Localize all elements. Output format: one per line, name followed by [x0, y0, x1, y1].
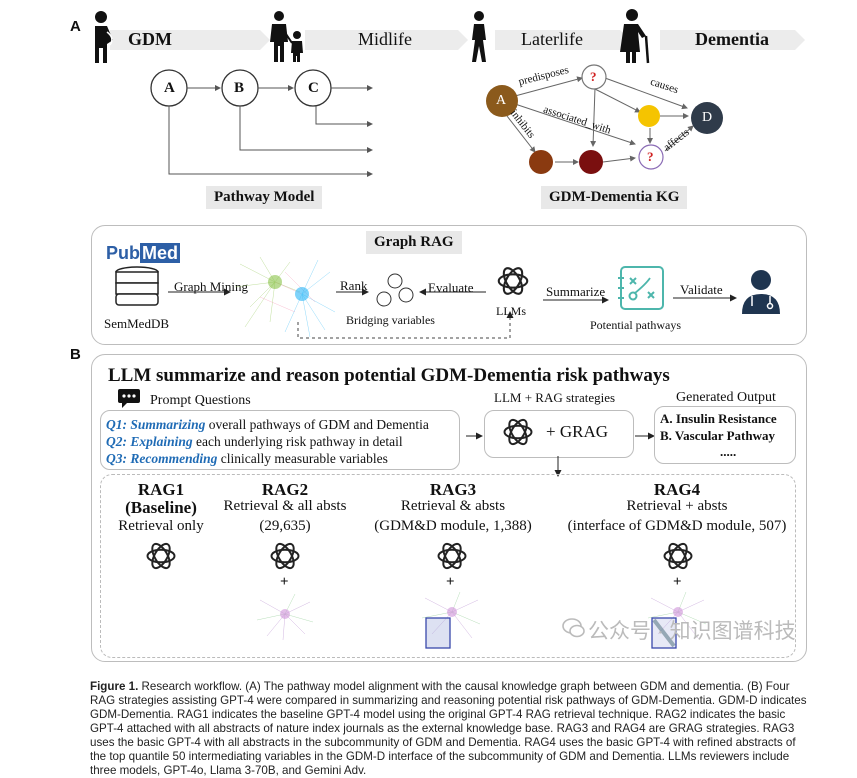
timeline-band	[110, 30, 805, 50]
question-3-key: Q3: Recommending	[106, 451, 218, 466]
rag1-sub1: (Baseline)	[125, 498, 197, 517]
wechat-logo-icon	[562, 618, 585, 638]
rag2-sub1: Retrieval & all absts	[223, 498, 347, 514]
panel-a-letter: A	[70, 18, 81, 35]
caption-text: Research workflow. (A) The pathway model…	[90, 680, 807, 777]
stage-dementia: Dementia	[695, 29, 769, 49]
output-1: A. Insulin Resistance	[660, 411, 777, 426]
kg-diagram	[486, 64, 723, 174]
rag2-network-image	[256, 593, 314, 641]
question-2: Q2: Explaining each underlying risk path…	[106, 434, 403, 450]
question-3-text: clinically measurable variables	[217, 451, 388, 466]
strategy-box	[484, 410, 634, 458]
rag2-plus: +	[280, 574, 289, 590]
elderly-person-icon	[620, 9, 650, 64]
graph-rag-box	[91, 225, 807, 345]
llms-label: LLMs	[496, 304, 526, 318]
rag4-sub1: Retrieval + absts	[626, 498, 728, 514]
llm-openai-icon	[497, 267, 529, 295]
pubmed-logo-left: Pub	[106, 243, 140, 263]
question-1-key: Q1: Summarizing	[106, 417, 206, 432]
rag3-sub1: Retrieval & absts	[400, 498, 506, 514]
questions-box	[100, 410, 460, 470]
rag-strategies-box	[100, 474, 796, 658]
kg-node-a: A	[496, 93, 507, 108]
rag4-plus: +	[673, 574, 682, 590]
rank-label: Rank	[340, 278, 368, 293]
kg-label: GDM-Dementia KG	[541, 186, 688, 209]
database-icon	[115, 266, 159, 306]
rag4-network-image	[647, 591, 707, 649]
potential-pathways-label: Potential pathways	[590, 318, 681, 332]
gpt-openai-icon	[503, 418, 533, 446]
plus-grag-label: + GRAG	[546, 422, 609, 441]
rag1-openai-icon	[146, 542, 176, 570]
network-graph-image	[234, 256, 336, 338]
rag4-title: RAG4	[653, 480, 701, 499]
semmeddb-label: SemMedDB	[104, 316, 169, 331]
pathway-node-b: B	[234, 80, 245, 96]
chat-bubble-icon	[118, 389, 140, 408]
rag2-openai-icon	[270, 542, 300, 570]
watermark-text: 公众号 · 知识图谱科技	[588, 620, 796, 643]
stage-gdm: GDM	[128, 29, 172, 49]
stage-laterlife: Laterlife	[521, 29, 583, 49]
kg-node-unknown-1: ?	[590, 69, 597, 84]
graph-rag-title: Graph RAG	[366, 231, 462, 254]
output-ellipsis: .....	[720, 444, 737, 459]
generated-output-box	[654, 406, 796, 464]
panel-b-box	[91, 354, 807, 662]
rag3-title: RAG3	[429, 480, 477, 499]
parent-child-icon	[270, 11, 303, 62]
kg-node-d: D	[702, 110, 713, 125]
rag3-openai-icon	[437, 542, 467, 570]
panel-b-letter: B	[70, 346, 81, 363]
pubmed-logo-right: Med	[140, 243, 180, 263]
pathway-model-diagram	[150, 69, 373, 177]
generated-output-title: Generated Output	[676, 390, 776, 405]
caption-label: Figure 1.	[90, 680, 139, 693]
question-2-text: each underlying risk pathway in detail	[192, 434, 403, 449]
evaluate-label: Evaluate	[428, 280, 474, 295]
pathway-model-label: Pathway Model	[206, 186, 323, 209]
strategy-arrows	[466, 432, 655, 477]
rag3-sub2: (GDM&D module, 1,388)	[374, 518, 532, 534]
rag2-title: RAG2	[261, 480, 309, 499]
question-2-key: Q2: Explaining	[106, 434, 193, 449]
prompt-questions-title: Prompt Questions	[150, 393, 251, 408]
potential-pathways-icon	[618, 266, 664, 310]
strategies-label: LLM + RAG strategies	[494, 390, 616, 405]
rag4-sub2: (interface of GDM&D module, 507)	[567, 518, 787, 534]
kg-node-unknown-2: ?	[647, 149, 654, 164]
walking-person-icon	[472, 11, 486, 62]
pregnant-woman-icon	[95, 11, 113, 63]
question-3: Q3: Recommending clinically measurable v…	[106, 451, 388, 467]
question-1-text: overall pathways of GDM and Dementia	[205, 417, 429, 432]
validate-label: Validate	[680, 282, 723, 297]
bridging-variables-label: Bridging variables	[346, 313, 435, 327]
rag4-openai-icon	[663, 542, 693, 570]
rag2-sub2: (29,635)	[259, 518, 311, 534]
output-2: B. Vascular Pathway	[660, 428, 775, 443]
graph-rag-flow-arrows	[168, 288, 737, 339]
pathway-node-a: A	[164, 80, 175, 96]
rag3-plus: +	[446, 574, 455, 590]
bridging-variables-icon	[376, 273, 414, 307]
pathway-node-c: C	[308, 80, 319, 96]
doctor-icon	[742, 270, 780, 314]
rag1-sub2: Retrieval only	[118, 518, 204, 534]
graph-mining-label: Graph Mining	[174, 279, 249, 294]
stage-midlife: Midlife	[358, 29, 412, 49]
summarize-label: Summarize	[546, 284, 606, 299]
rag3-network-image	[421, 591, 481, 649]
figure-caption: Figure 1. Research workflow. (A) The pat…	[90, 680, 808, 778]
rag1-title: RAG1	[137, 480, 185, 499]
question-1: Q1: Summarizing overall pathways of GDM …	[106, 417, 429, 433]
panel-b-title: LLM summarize and reason potential GDM-D…	[108, 365, 670, 386]
